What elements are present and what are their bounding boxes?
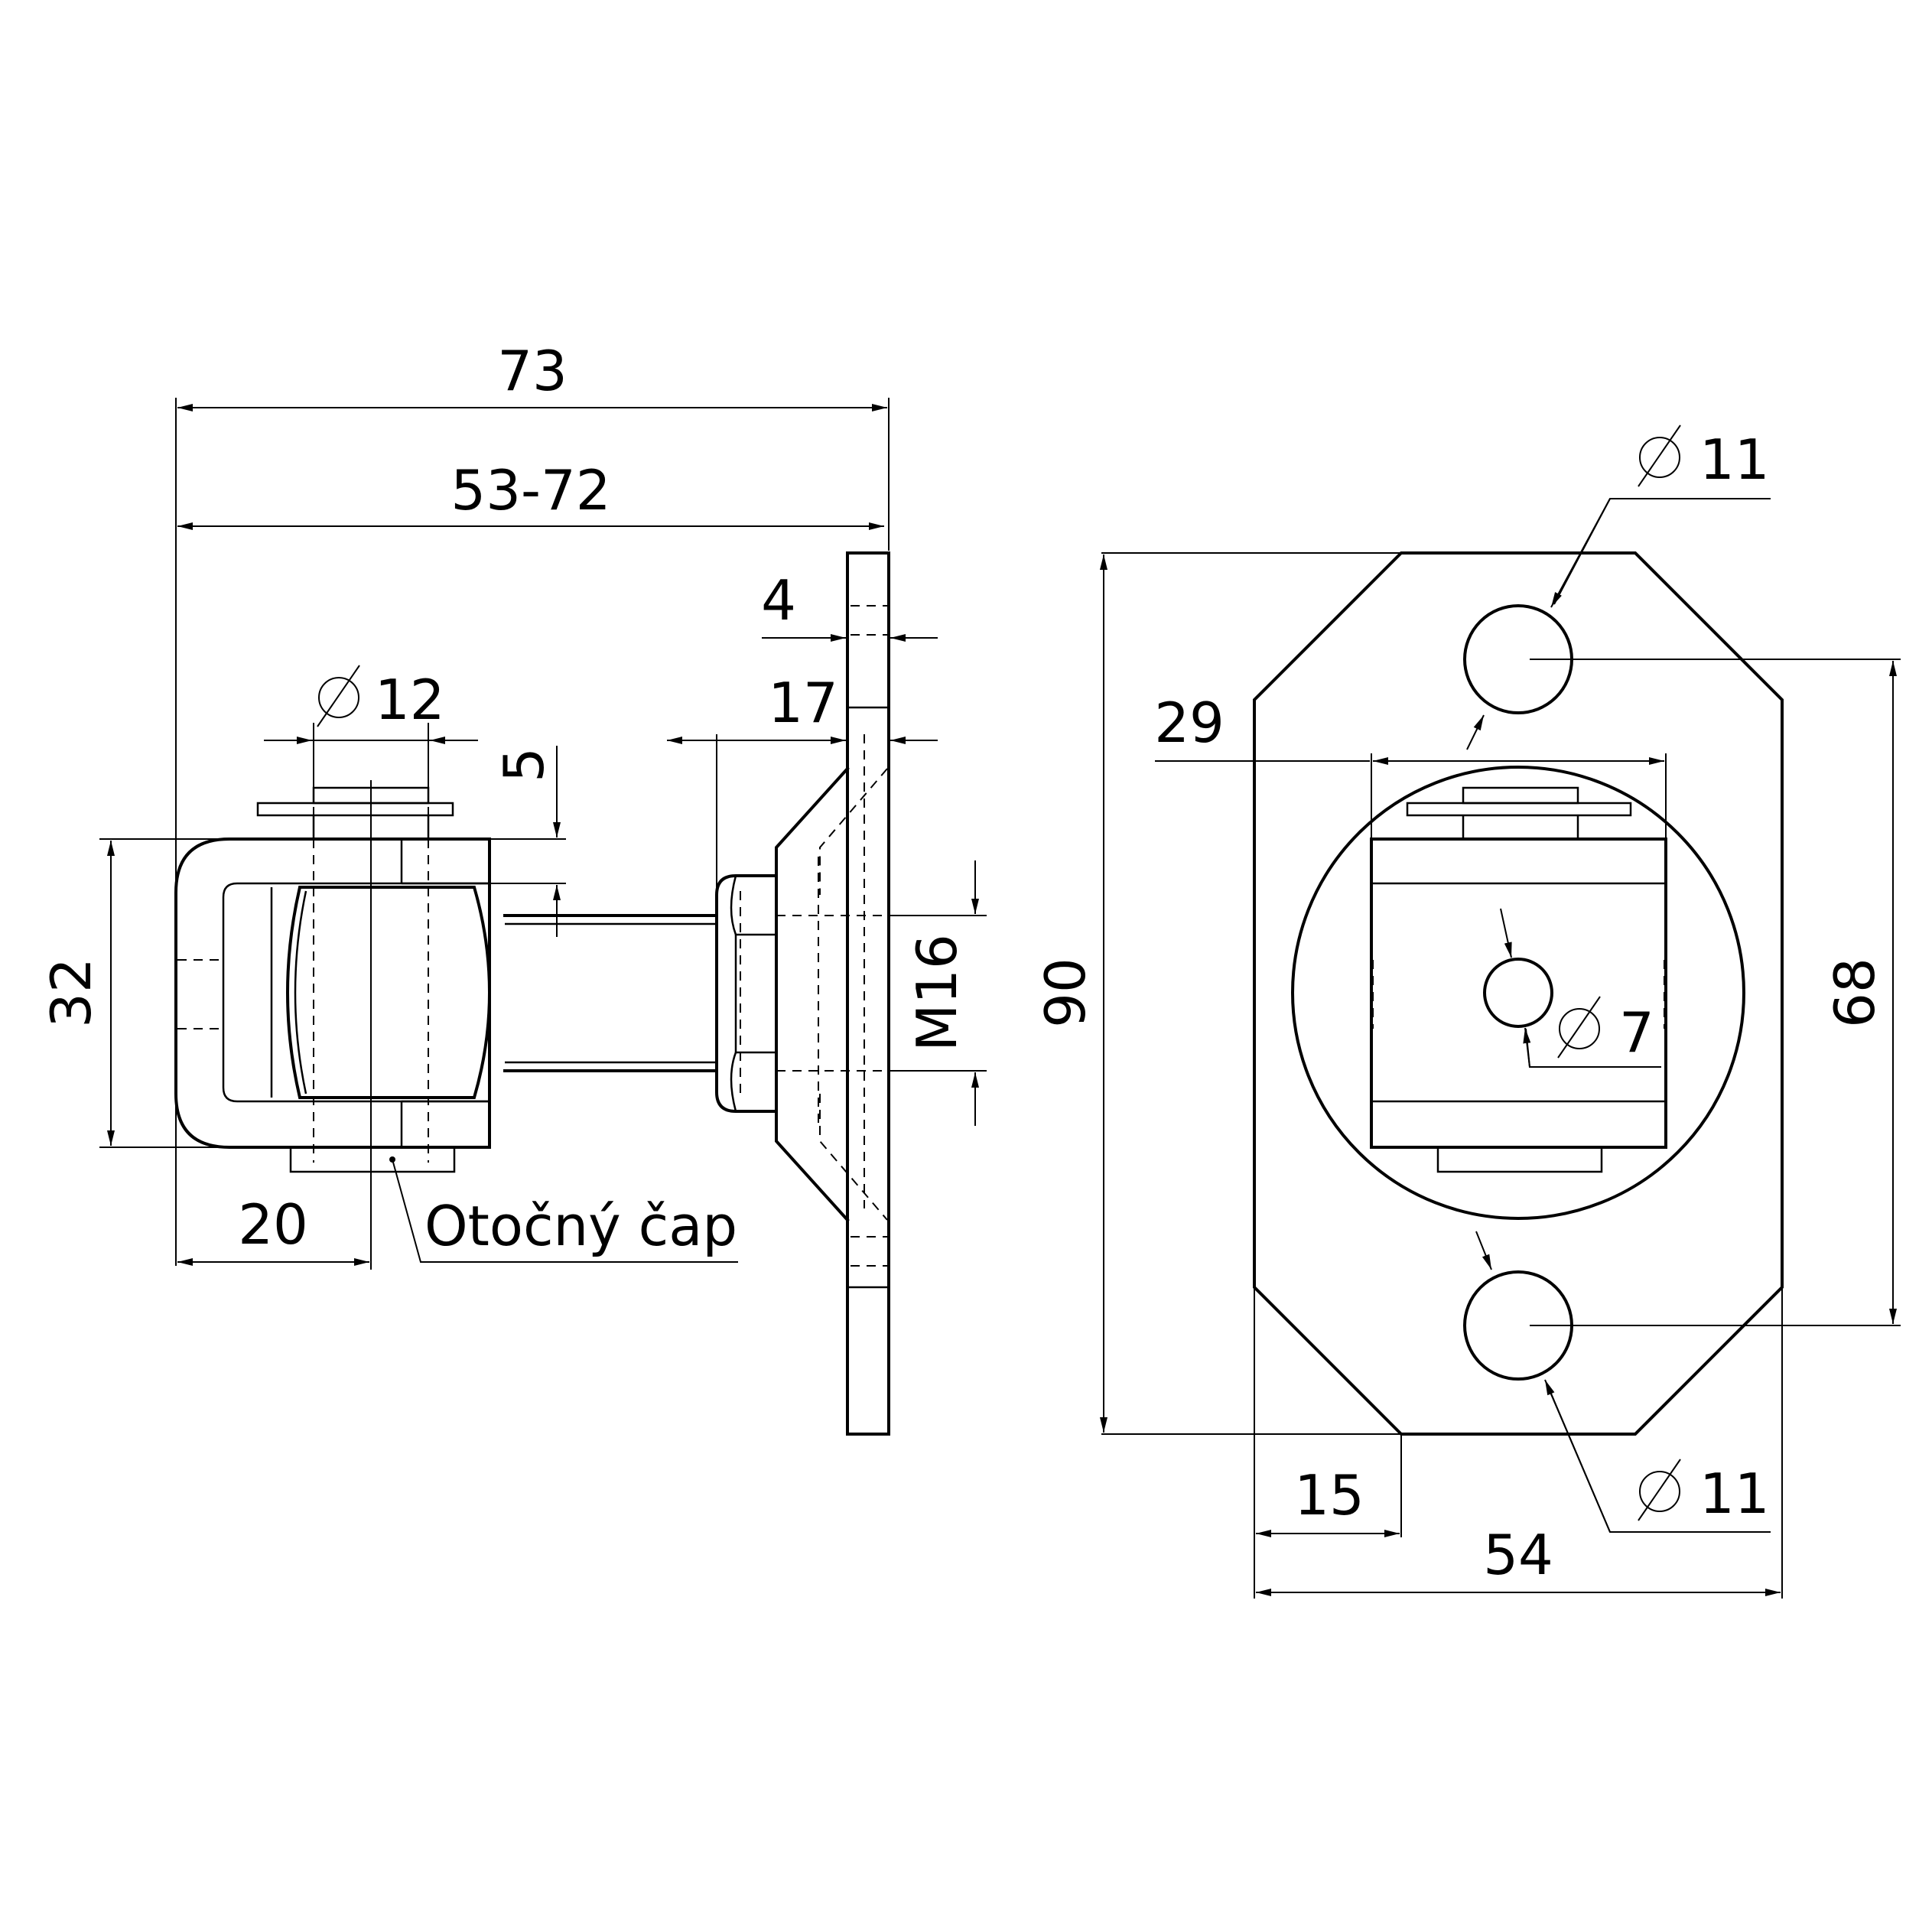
dim-total-length: 73 <box>497 339 568 403</box>
dim-plate-height: 90 <box>1033 958 1098 1028</box>
pivot-pin-label: Otočný čap <box>424 1194 737 1258</box>
dim-thread: M16 <box>905 934 969 1052</box>
dim-flange: 17 <box>768 671 838 735</box>
diameter-symbol <box>1557 996 1601 1059</box>
dim-pin-offset: 20 <box>238 1192 308 1257</box>
diameter-symbol <box>317 665 360 727</box>
dim-plate-thickness: 4 <box>761 568 796 633</box>
hinge-eye <box>174 838 491 1149</box>
dim-plate-width: 54 <box>1483 1523 1553 1587</box>
washer <box>256 802 454 817</box>
dim-washer: 5 <box>492 747 556 782</box>
pivot-ball <box>286 886 491 1099</box>
dim-eye-width: 29 <box>1154 691 1225 755</box>
dim-center-hole: 7 <box>1619 1000 1654 1065</box>
dim-pin-diameter: 12 <box>375 668 445 732</box>
pin-head-front-bottom <box>1436 1146 1603 1173</box>
diameter-symbol <box>1638 1459 1681 1521</box>
flange-cone <box>775 766 850 1222</box>
dim-chamfer: 15 <box>1294 1463 1364 1527</box>
side-view: 73 53-72 4 17 <box>39 339 987 1436</box>
center-hole <box>1483 958 1553 1028</box>
dim-eye-height: 32 <box>39 958 103 1028</box>
hex-nut <box>715 874 778 1113</box>
pin-head-bottom <box>289 1146 456 1173</box>
diameter-symbol <box>1638 424 1681 487</box>
washer-front <box>1406 802 1632 817</box>
dim-hole-top: 11 <box>1699 428 1770 492</box>
dim-adjust-range: 53-72 <box>450 458 610 522</box>
dim-hole-spacing: 68 <box>1823 958 1887 1028</box>
front-view: 90 68 29 15 54 11 11 <box>1033 424 1901 1599</box>
base-plate-outline <box>1253 551 1784 1436</box>
dim-hole-bottom: 11 <box>1699 1462 1770 1526</box>
mounting-plate <box>846 551 890 1436</box>
flange-circle <box>1291 766 1745 1220</box>
pin-head-front-top <box>1462 786 1579 805</box>
